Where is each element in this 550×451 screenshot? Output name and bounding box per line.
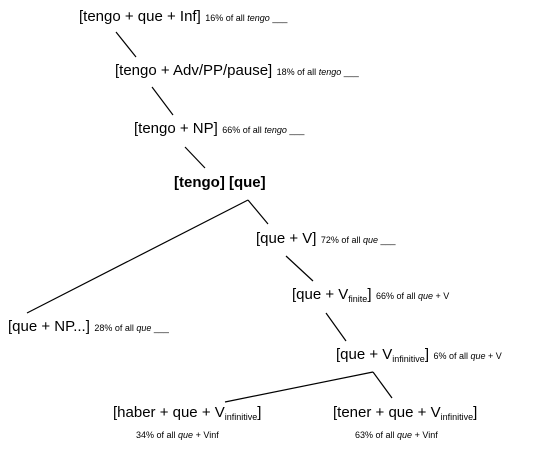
edge-inf-adv <box>115 31 137 58</box>
node-label: [tengo + que + Inf] <box>79 8 201 25</box>
edge-vinf-tener <box>372 371 393 399</box>
edge-quev-vfinite <box>285 255 314 282</box>
node-percent: 72% of all que ___ <box>320 235 396 245</box>
node-haber: [haber + que + Vinfinitive] <box>113 404 261 422</box>
edge-vinf-haber <box>224 371 374 403</box>
node-label: [tener + que + Vinfinitive] <box>333 404 478 422</box>
node-label: [tengo] [que] <box>174 174 266 191</box>
node-label: [que + Vinfinitive] <box>336 346 429 364</box>
edge-tengoque-quev <box>247 199 269 225</box>
node-label: [tengo + Adv/PP/pause] <box>115 62 273 79</box>
node-percent: 66% of all que + V <box>375 291 450 301</box>
node-tengo-que-inf: [tengo + que + Inf] 16% of all tengo ___ <box>79 8 287 26</box>
node-percent: 16% of all tengo ___ <box>205 13 288 23</box>
node-percent: 28% of all que ___ <box>94 323 169 333</box>
node-percent: 66% of all tengo ___ <box>222 125 305 135</box>
edge-np-tengoque <box>184 146 206 169</box>
edge-adv-np <box>151 86 174 116</box>
node-tengo-que: [tengo] [que] <box>174 174 266 192</box>
node-que-vfinite: [que + Vfinite] 66% of all que + V <box>292 286 449 304</box>
node-haber-percent: 34% of all que + Vinf <box>136 430 219 440</box>
node-label: [que + NP...] <box>8 318 90 335</box>
node-tengo-adv: [tengo + Adv/PP/pause] 18% of all tengo … <box>115 62 359 80</box>
node-percent: 6% of all que + V <box>433 351 502 361</box>
node-que-v: [que + V] 72% of all que ___ <box>256 230 396 248</box>
node-label: [que + V] <box>256 230 317 247</box>
node-label: [tengo + NP] <box>134 120 218 137</box>
node-que-np: [que + NP...] 28% of all que ___ <box>8 318 169 336</box>
node-percent: 18% of all tengo ___ <box>276 67 359 77</box>
node-tener: [tener + que + Vinfinitive] <box>333 404 477 422</box>
node-label: [haber + que + Vinfinitive] <box>113 404 262 422</box>
node-tengo-np: [tengo + NP] 66% of all tengo ___ <box>134 120 304 138</box>
node-label: [que + Vfinite] <box>292 286 372 304</box>
node-tener-percent: 63% of all que + Vinf <box>355 430 438 440</box>
node-que-vinf: [que + Vinfinitive] 6% of all que + V <box>336 346 502 364</box>
edge-tengoque-quenp <box>26 199 249 314</box>
edge-vfinite-vinf <box>325 312 347 342</box>
